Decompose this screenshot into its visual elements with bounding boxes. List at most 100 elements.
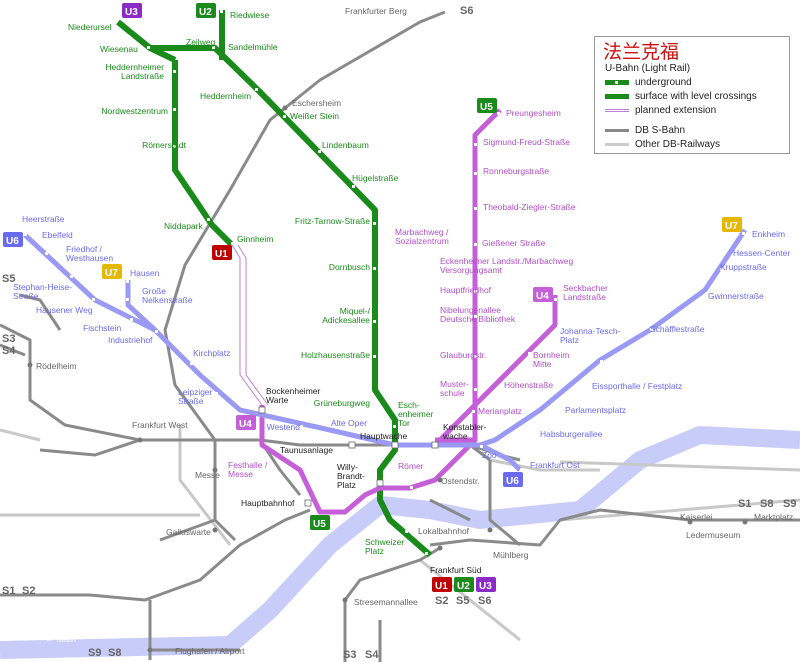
other-railways	[0, 425, 800, 642]
station-label-roedelheim: Rödelheim	[36, 361, 77, 371]
station-label-gruenburgweg: Grüneburgweg	[314, 398, 371, 408]
sbahn-label: S1	[738, 498, 751, 510]
u-green-lines	[116, 10, 432, 558]
badge-u2-top: U2	[196, 3, 216, 18]
svg-text:U3: U3	[479, 581, 492, 592]
station-label-hoehenstrasse: Höhenstraße	[504, 380, 553, 390]
station-label-niederursel: Niederursel	[68, 22, 112, 32]
station-label-sandelmuehle: Sandelmühle	[228, 42, 278, 52]
svg-text:U2: U2	[457, 581, 470, 592]
station-label-muehlberg: Mühlberg	[493, 550, 529, 560]
station-label-heddernheim: Heddernheim	[200, 91, 251, 101]
station-label-glauburg: Glauburgstr.	[440, 350, 486, 360]
sbahn-label: S2	[22, 585, 35, 597]
svg-text:U4: U4	[536, 291, 549, 302]
badge-u7-hausen: U7	[102, 264, 122, 279]
station-label-westend: Westend	[267, 422, 301, 432]
svg-text:U1: U1	[435, 581, 448, 592]
river-label: ← Main	[45, 634, 76, 644]
sbahn-label: S1	[2, 585, 15, 597]
svg-text:U3: U3	[125, 7, 138, 18]
legend-ubahn: U-Bahn (Light Rail)	[605, 63, 691, 74]
station-label-miquel: Miquel-/Adickesallee	[322, 306, 370, 325]
station-label-stephan-heise: Stephan-Heise-Straße	[13, 282, 72, 301]
river-main	[0, 426, 800, 659]
legend-title: 法兰克福	[603, 41, 680, 63]
legend-surface: surface with level crossings	[605, 91, 757, 102]
station-label-kirchplatz: Kirchplatz	[193, 348, 230, 358]
station-label-merianplatz: Merianplatz	[478, 406, 522, 416]
station-label-marktplatz: Marktplatz	[754, 512, 793, 522]
badge-u4-seckbacher: U4	[533, 287, 553, 302]
purple-stations	[262, 112, 557, 489]
sbahn-network	[0, 10, 800, 662]
station-label-kaiserlei: Kaiserlei	[680, 512, 713, 522]
station-label-schaefflestrasse: Schäfflestraße	[650, 324, 705, 334]
station-label-preungesheim: Preungesheim	[506, 108, 561, 118]
badge-u1-sued: U1	[432, 577, 452, 592]
station-label-heerstrasse: Heerstraße	[22, 214, 65, 224]
station-label-riedwiese: Riedwiese	[230, 10, 269, 20]
station-label-hausen: Hausen	[130, 268, 160, 278]
badge-u7-enkheim: U7	[722, 217, 742, 232]
badge-u6-ost: U6	[503, 472, 523, 487]
badge-u3-sued: U3	[476, 577, 496, 592]
sbahn-label: S8	[760, 498, 773, 510]
badge-u3-top: U3	[122, 3, 142, 18]
badge-u1-ginnheim: U1	[212, 245, 232, 260]
svg-text:U4: U4	[239, 419, 252, 430]
station-label-friedhof-westhausen: Friedhof /Westhausen	[66, 244, 113, 263]
station-label-fritz-tarnow: Fritz-Tarnow-Straße	[295, 216, 370, 226]
legend: 法兰克福 U-Bahn (Light Rail) underground sur…	[594, 36, 790, 154]
station-label-theobald-ziegler: Theobald-Ziegler-Straße	[483, 202, 576, 212]
station-label-zoo: Zoo	[482, 450, 497, 460]
station-label-wiesenau: Wiesenau	[100, 44, 138, 54]
u-purple-lines	[259, 108, 558, 515]
sbahn-stations	[27, 105, 748, 653]
station-label-dornbusch: Dornbusch	[329, 262, 370, 272]
badge-u5-top: U5	[477, 98, 497, 113]
sbahn-label: S6	[460, 5, 473, 17]
svg-text:U7: U7	[725, 221, 738, 232]
station-label-gwinner: Gwinnerstraße	[708, 291, 764, 301]
station-label-galluswarte: Galluswarte	[166, 527, 211, 537]
station-markers	[258, 406, 439, 507]
legend-underground: underground	[605, 77, 692, 88]
sbahn-label: S4	[2, 345, 16, 357]
station-label-willy-brandt: Willy-Brandt-Platz	[337, 462, 365, 490]
blue-stations	[24, 232, 745, 471]
station-label-musterschule: Muster-schule	[440, 379, 469, 398]
station-label-parlamentsplatz: Parlamentsplatz	[565, 405, 626, 415]
sbahn-label: S4	[365, 649, 379, 661]
sbahn-label: S5	[2, 273, 15, 285]
station-label-hessen-center: Hessen-Center	[733, 248, 790, 258]
station-label-zeilweg: Zeilweg	[186, 37, 216, 47]
sbahn-label: S3	[2, 333, 15, 345]
station-label-hauptfriedhof: Hauptfriedhof	[440, 285, 492, 295]
station-label-nordwestzentrum: Nordwestzentrum	[101, 106, 168, 116]
station-label-messe: Messe	[195, 470, 220, 480]
station-label-ronneburg: Ronneburgstraße	[483, 166, 549, 176]
badge-u4-westend: U4	[236, 415, 256, 430]
sbahn-label: S5	[456, 595, 469, 607]
legend-planned: planned extension	[605, 105, 716, 116]
station-label-hauptbahnhof: Hauptbahnhof	[241, 498, 295, 508]
station-label-huegelstrasse: Hügelstraße	[352, 173, 399, 183]
station-label-fischstein: Fischstein	[83, 323, 122, 333]
legend-sbahn: DB S-Bahn	[605, 125, 685, 136]
svg-text:U1: U1	[215, 249, 228, 260]
badge-u5-hbf: U5	[310, 515, 330, 530]
green-stations	[147, 10, 428, 555]
station-label-niddapark: Niddapark	[164, 221, 203, 231]
sbahn-label: S8	[108, 647, 121, 659]
svg-text:U5: U5	[480, 102, 493, 113]
